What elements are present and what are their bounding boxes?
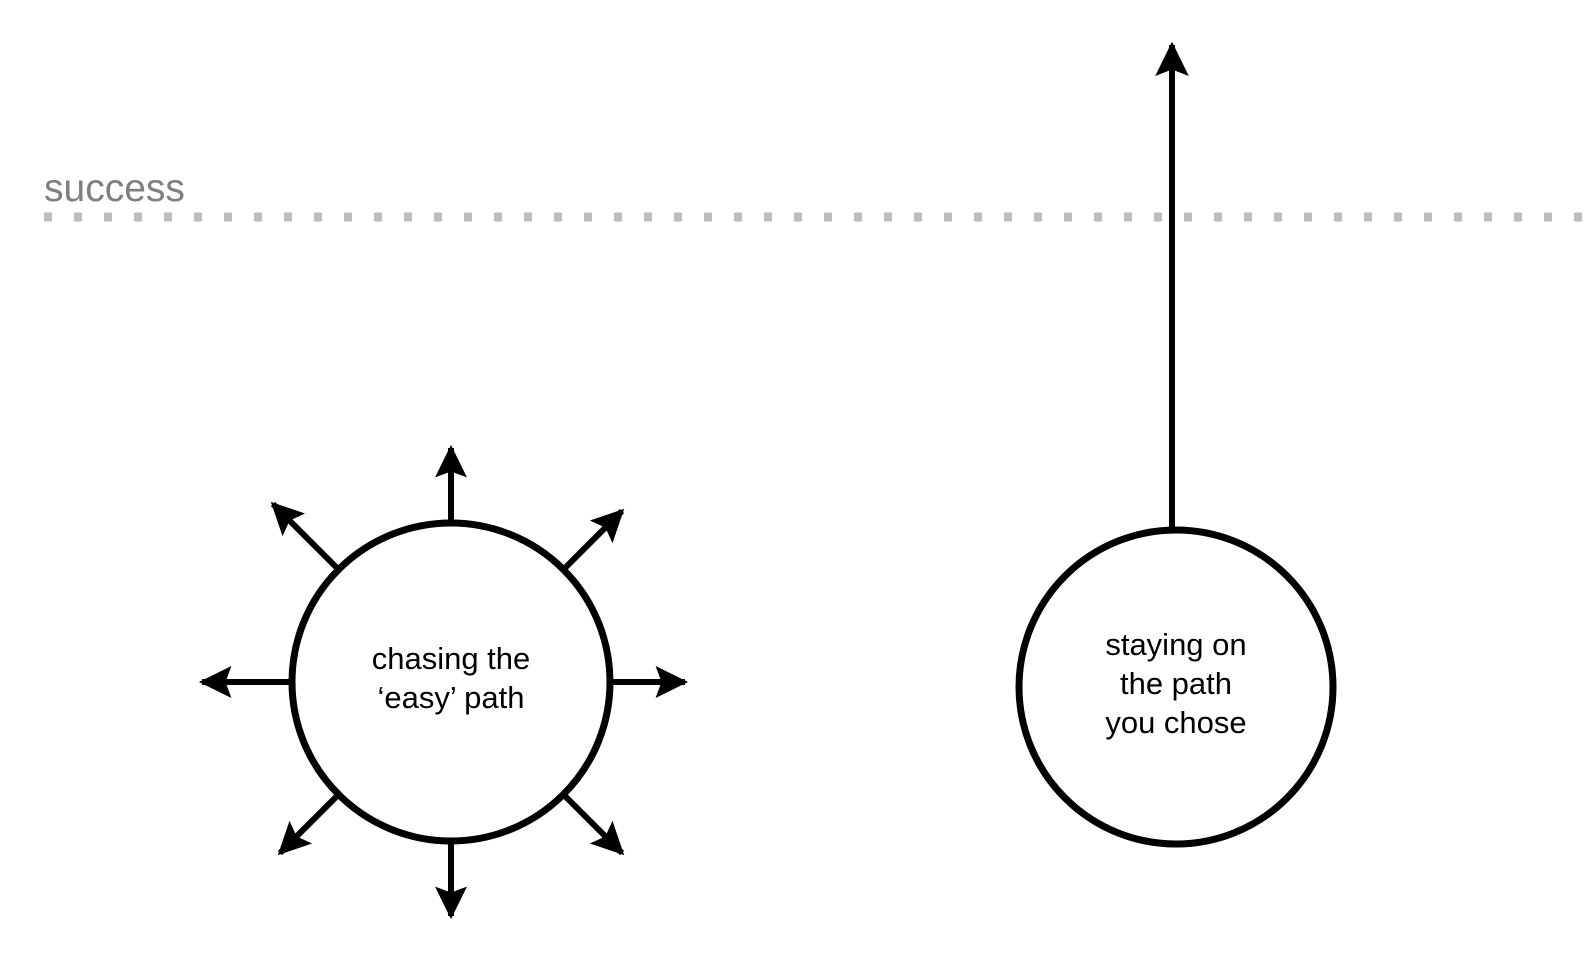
node-staying-circle[interactable] bbox=[1015, 526, 1337, 848]
node-chasing-arrows bbox=[198, 444, 689, 920]
node-chasing-circle[interactable] bbox=[288, 519, 614, 845]
success-threshold-label: success bbox=[44, 167, 185, 210]
